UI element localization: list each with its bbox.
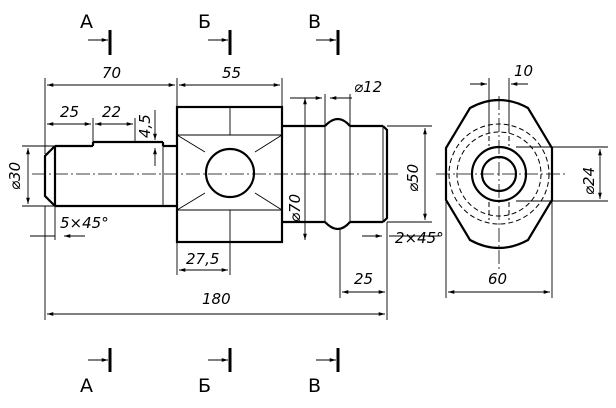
dim-length-27-5: 27,5: [186, 250, 219, 268]
end-view: [436, 96, 566, 270]
section-label-v-top: В: [308, 11, 321, 33]
section-label-a-top: А: [80, 11, 93, 33]
section-label-v-bottom: В: [308, 375, 321, 397]
dim-length-25-right: 25: [354, 270, 373, 288]
dim-chamfer-left: 5×45°: [60, 214, 109, 232]
dim-length-70: 70: [102, 64, 121, 82]
dim-length-25-left: 25: [60, 103, 79, 121]
dim-chamfer-right: 2×45°: [395, 229, 444, 247]
section-label-a-bottom: А: [80, 375, 93, 397]
dimensions-main: 70 55 25 22 4,5 ⌀30 5×45° ⌀70 ⌀12: [6, 64, 444, 320]
dim-width-10: 10: [514, 62, 533, 80]
dim-diameter-30: ⌀30: [6, 162, 24, 190]
dim-depth-4-5: 4,5: [136, 114, 154, 138]
dim-diameter-50: ⌀50: [404, 164, 422, 192]
dim-diameter-70: ⌀70: [286, 194, 304, 222]
dim-diameter-24: ⌀24: [580, 167, 598, 195]
section-label-b-bottom: Б: [198, 375, 211, 397]
dim-length-22: 22: [102, 103, 121, 121]
section-label-b-top: Б: [198, 11, 211, 33]
section-markers-bottom: А Б В: [80, 348, 340, 397]
dimensions-end-view: 10 ⌀24 60: [445, 62, 608, 298]
dim-length-55: 55: [222, 64, 241, 82]
dim-length-180: 180: [202, 290, 231, 308]
section-markers-top: А Б В: [80, 11, 340, 55]
dim-width-60: 60: [488, 270, 507, 288]
shaft-side-view: [32, 105, 400, 244]
dim-diameter-12: ⌀12: [354, 78, 382, 96]
